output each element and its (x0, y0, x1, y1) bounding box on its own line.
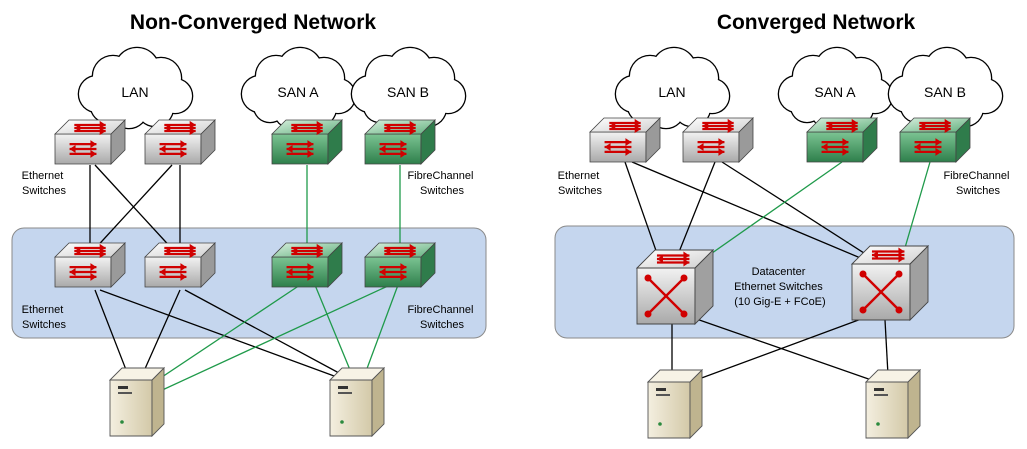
link (157, 284, 391, 393)
datacenter-label: Datacenter Ethernet Switches (10 Gig-E +… (734, 266, 826, 308)
ethernet-switch (144, 119, 216, 165)
server (646, 368, 704, 440)
link (687, 314, 873, 384)
link (184, 289, 353, 381)
fibrechannel-switch (364, 119, 436, 165)
link (99, 289, 346, 381)
link (94, 164, 176, 253)
san-b-cloud (887, 46, 1004, 130)
right-top-fc-label: FibreChannel Switches (943, 170, 1012, 197)
fibrechannel-switch (364, 242, 436, 288)
ethernet-switch (144, 242, 216, 288)
right-title: Converged Network (717, 11, 916, 34)
link (361, 284, 399, 383)
left-top-fc-label: FibreChannel Switches (407, 170, 476, 197)
ethernet-switch (682, 117, 754, 163)
link (631, 161, 871, 263)
left-top-ethernet-label: Ethernet Switches (22, 170, 67, 197)
right-cloud-label-san-a: SAN A (814, 84, 856, 100)
right-top-ethernet-label: Ethernet Switches (558, 170, 603, 197)
fibrechannel-switch (271, 119, 343, 165)
lan-cloud (614, 46, 731, 130)
server (328, 366, 386, 438)
ethernet-switch (54, 242, 126, 288)
left-cloud-label-lan: LAN (121, 84, 148, 100)
link (694, 161, 843, 266)
fibrechannel-switch (899, 117, 971, 163)
link (314, 284, 356, 383)
ethernet-switch (589, 117, 661, 163)
link (624, 161, 661, 263)
server (864, 368, 922, 440)
left-title: Non-Converged Network (130, 11, 377, 34)
right-cloud-label-lan: LAN (658, 84, 685, 100)
san-a-cloud (777, 46, 894, 130)
link (684, 314, 881, 384)
ethernet-switch (54, 119, 126, 165)
left-cloud-label-san-b: SAN B (387, 84, 429, 100)
link (94, 289, 131, 381)
fibrechannel-switch (271, 242, 343, 288)
link (721, 161, 879, 263)
link (91, 164, 173, 253)
left-bottom-fc-label: FibreChannel Switches (407, 304, 476, 331)
link (674, 161, 716, 263)
left-cloud-label-san-a: SAN A (277, 84, 319, 100)
left-bottom-ethernet-label: Ethernet Switches (22, 304, 67, 331)
server (108, 366, 166, 438)
san-a-cloud (240, 46, 357, 130)
datacenter-ethernet-switch (850, 244, 930, 322)
link (901, 161, 931, 259)
datacenter-ethernet-switch (635, 248, 715, 326)
lan-cloud (77, 46, 194, 130)
link (139, 289, 181, 381)
fibrechannel-switch (806, 117, 878, 163)
right-cloud-label-san-b: SAN B (924, 84, 966, 100)
link (884, 319, 889, 376)
link (149, 284, 301, 386)
